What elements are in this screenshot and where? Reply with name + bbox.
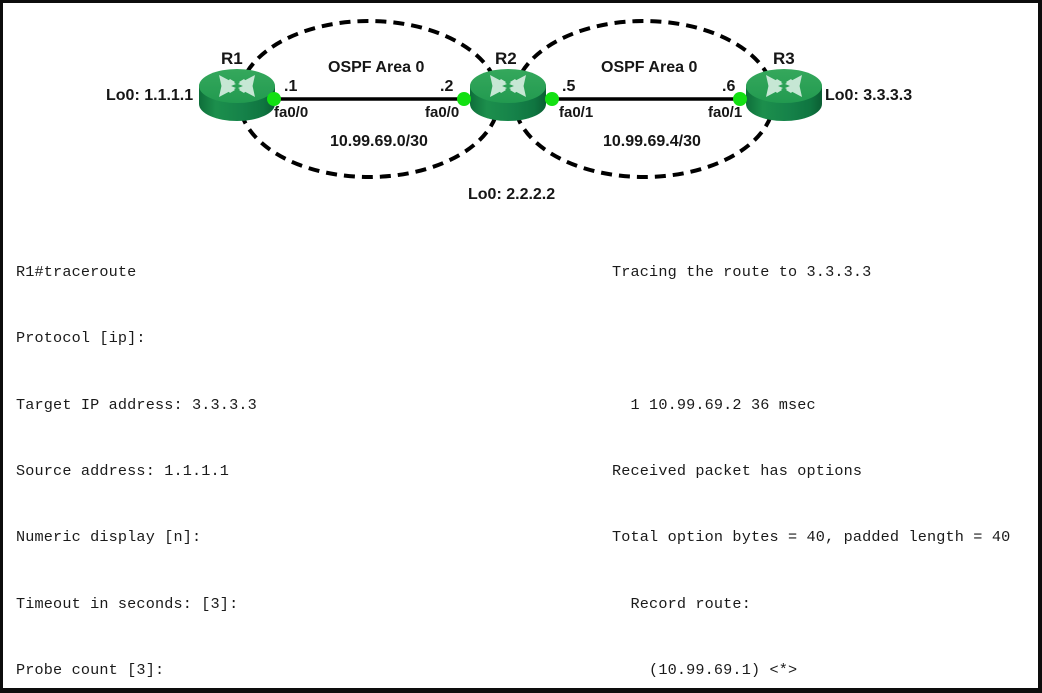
terminal-line: Total option bytes = 40, padded length =… — [612, 528, 1011, 547]
interface-label-r1-fa0-0: fa0/0 — [274, 104, 309, 121]
ip-label-r3-fa0-1: .6 — [722, 78, 736, 95]
terminal-line: Tracing the route to 3.3.3.3 — [612, 263, 872, 282]
loopback-label-r2: Lo0: 2.2.2.2 — [468, 186, 556, 203]
terminal-line: Target IP address: 3.3.3.3 — [16, 395, 257, 414]
interface-label-r3-fa0-1: fa0/1 — [708, 104, 743, 121]
interface-label-r2-fa0-1: fa0/1 — [559, 104, 594, 121]
router-icon-r2 — [470, 69, 546, 121]
terminal-line: Protocol [ip]: — [16, 329, 146, 348]
subnet-label-left: 10.99.69.0/30 — [330, 133, 428, 150]
terminal-line: (10.99.69.1) <*> — [612, 660, 798, 679]
terminal-line: Numeric display [n]: — [16, 528, 202, 547]
ip-label-r2-fa0-1: .5 — [562, 78, 576, 95]
router-icon-r1 — [199, 69, 275, 121]
ip-label-r2-fa0-0: .2 — [440, 78, 454, 95]
terminal-line: Source address: 1.1.1.1 — [16, 462, 230, 481]
terminal-line: Record route: — [612, 594, 751, 613]
terminal-line: Timeout in seconds: [3]: — [16, 594, 239, 613]
area-label-left: OSPF Area 0 — [328, 59, 425, 76]
terminal-line: 1 10.99.69.2 36 msec — [612, 395, 816, 414]
router-icon-r3 — [746, 69, 822, 121]
terminal-line: R1#traceroute — [16, 263, 137, 282]
loopback-label-r3: Lo0: 3.3.3.3 — [825, 87, 913, 104]
interface-dot-r1-fa0-0 — [267, 92, 281, 106]
interface-dot-r3-fa0-1 — [733, 92, 747, 106]
interface-label-r2-fa0-0: fa0/0 — [425, 104, 460, 121]
interface-dot-r2-fa0-0 — [457, 92, 471, 106]
terminal-output-left: R1#traceroute Protocol [ip]: Target IP a… — [16, 217, 535, 688]
router-label-r2: R2 — [495, 49, 517, 68]
router-label-r3: R3 — [773, 49, 795, 68]
subnet-label-right: 10.99.69.4/30 — [603, 133, 701, 150]
terminal-line: Probe count [3]: — [16, 660, 165, 679]
area-label-right: OSPF Area 0 — [601, 59, 698, 76]
terminal-line — [612, 327, 1010, 349]
router-label-r1: R1 — [221, 49, 243, 68]
topology-canvas — [199, 19, 822, 179]
network-topology-diagram: R1 R2 R3 Lo0: 1.1.1.1 Lo0: 2.2.2.2 Lo0: … — [3, 3, 1038, 211]
loopback-label-r1: Lo0: 1.1.1.1 — [106, 87, 194, 104]
ip-label-r1-fa0-0: .1 — [284, 78, 298, 95]
terminal-line: Received packet has options — [612, 462, 863, 481]
terminal-output-right: Tracing the route to 3.3.3.3 1 10.99.69.… — [612, 217, 1011, 688]
interface-dot-r2-fa0-1 — [545, 92, 559, 106]
